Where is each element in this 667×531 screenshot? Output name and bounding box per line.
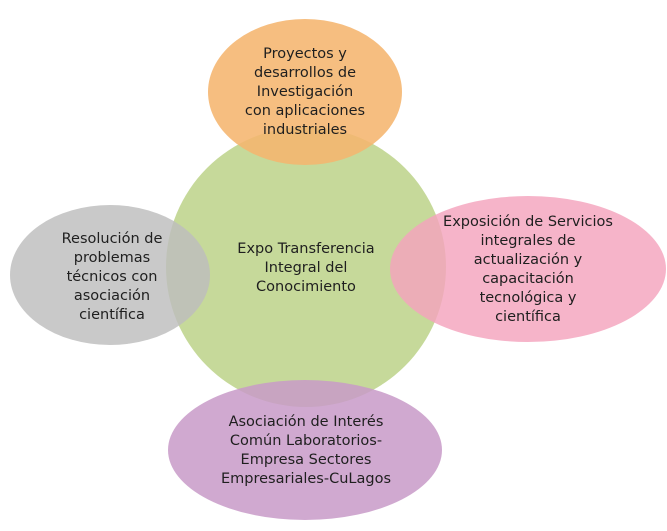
left-ellipse: [10, 205, 210, 345]
left-node-label: Resolución de problemas técnicos con aso…: [61, 230, 163, 323]
center-label: Expo Transferencia Integral del Conocimi…: [237, 240, 375, 295]
top-ellipse: [208, 19, 402, 165]
right-ellipse: [390, 196, 666, 342]
bottom-node-label: Asociación de Interés Común Laboratorios…: [220, 414, 391, 487]
bottom-ellipse: [168, 380, 442, 520]
right-node-label: Exposición de Servicios integrales de ac…: [443, 214, 613, 325]
top-node-label: Proyectos y desarrollos de Investigación…: [244, 45, 366, 138]
center-circle: [166, 127, 446, 407]
